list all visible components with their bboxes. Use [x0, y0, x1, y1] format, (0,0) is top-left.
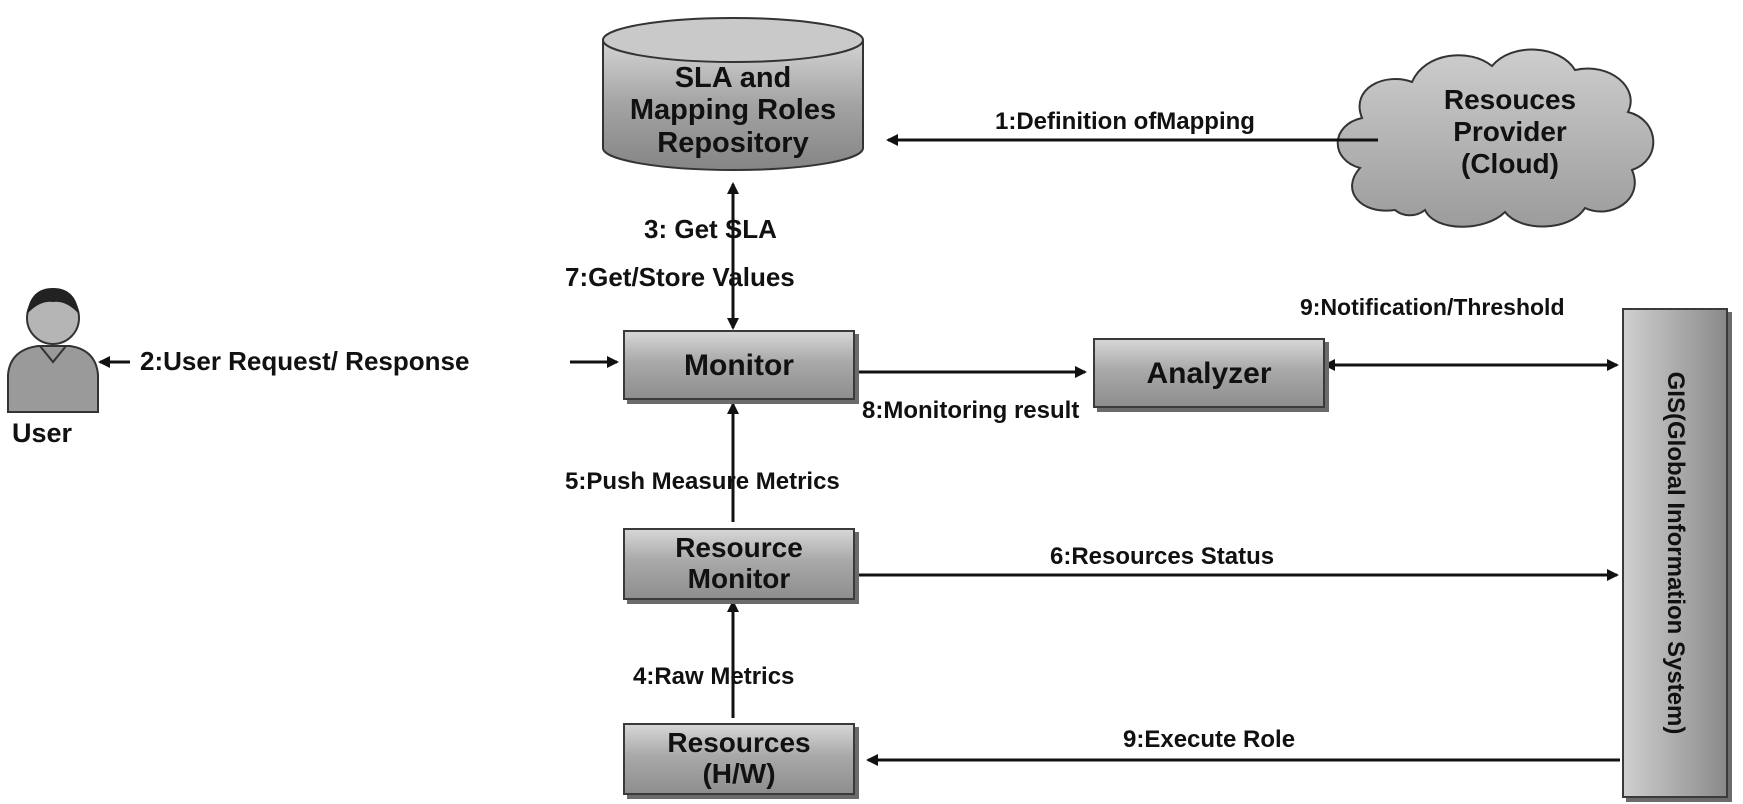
user-label: User — [12, 418, 73, 448]
repository-label-line3: Repository — [657, 126, 809, 159]
edge-label-3: 3: Get SLA — [644, 214, 777, 244]
user-icon — [7, 288, 99, 413]
monitor-node: Monitor — [623, 330, 855, 400]
edge-label-9a: 9:Notification/Threshold — [1300, 294, 1565, 320]
repository-label-line2: Mapping Roles — [629, 94, 837, 127]
repository-label: SLA and Mapping Roles Repository — [603, 62, 863, 159]
analyzer-label: Analyzer — [1146, 356, 1272, 390]
monitor-label: Monitor — [684, 348, 794, 382]
edge-label-6: 6:Resources Status — [1050, 543, 1275, 570]
resources-node: Resources (H/W) — [623, 723, 855, 795]
gis-node: GIS(Global Information System) — [1622, 308, 1728, 798]
edge-label-7: 7:Get/Store Values — [565, 262, 795, 292]
edge-label-2: 2:User Request/ Response — [140, 346, 470, 376]
gis-label: GIS(Global Information System) — [1662, 371, 1689, 735]
cloud-shape — [1336, 48, 1655, 228]
resource-monitor-node: Resource Monitor — [623, 528, 855, 600]
edge-label-4: 4:Raw Metrics — [633, 663, 795, 690]
resources-label-line1: Resources — [667, 727, 811, 759]
resource-monitor-label-line1: Resource — [675, 532, 803, 564]
edge-label-5: 5:Push Measure Metrics — [565, 468, 840, 495]
cloud-label-line1: Resouces — [1443, 84, 1577, 115]
resources-label-line2: (H/W) — [702, 758, 776, 789]
cloud-label: Resouces Provider (Cloud) — [1390, 84, 1630, 181]
cloud-label-line3: (Cloud) — [1461, 148, 1559, 180]
edge-label-9b: 9:Execute Role — [1123, 726, 1296, 753]
repository-label-line1: SLA and — [674, 62, 792, 94]
analyzer-node: Analyzer — [1093, 338, 1325, 408]
cloud-label-line2: Provider — [1453, 116, 1567, 148]
repository-cylinder — [602, 17, 864, 171]
resource-monitor-label-line2: Monitor — [687, 563, 791, 594]
edge-label-1: 1:Definition ofMapping — [995, 108, 1255, 135]
edge-label-8: 8:Monitoring result — [862, 397, 1080, 424]
